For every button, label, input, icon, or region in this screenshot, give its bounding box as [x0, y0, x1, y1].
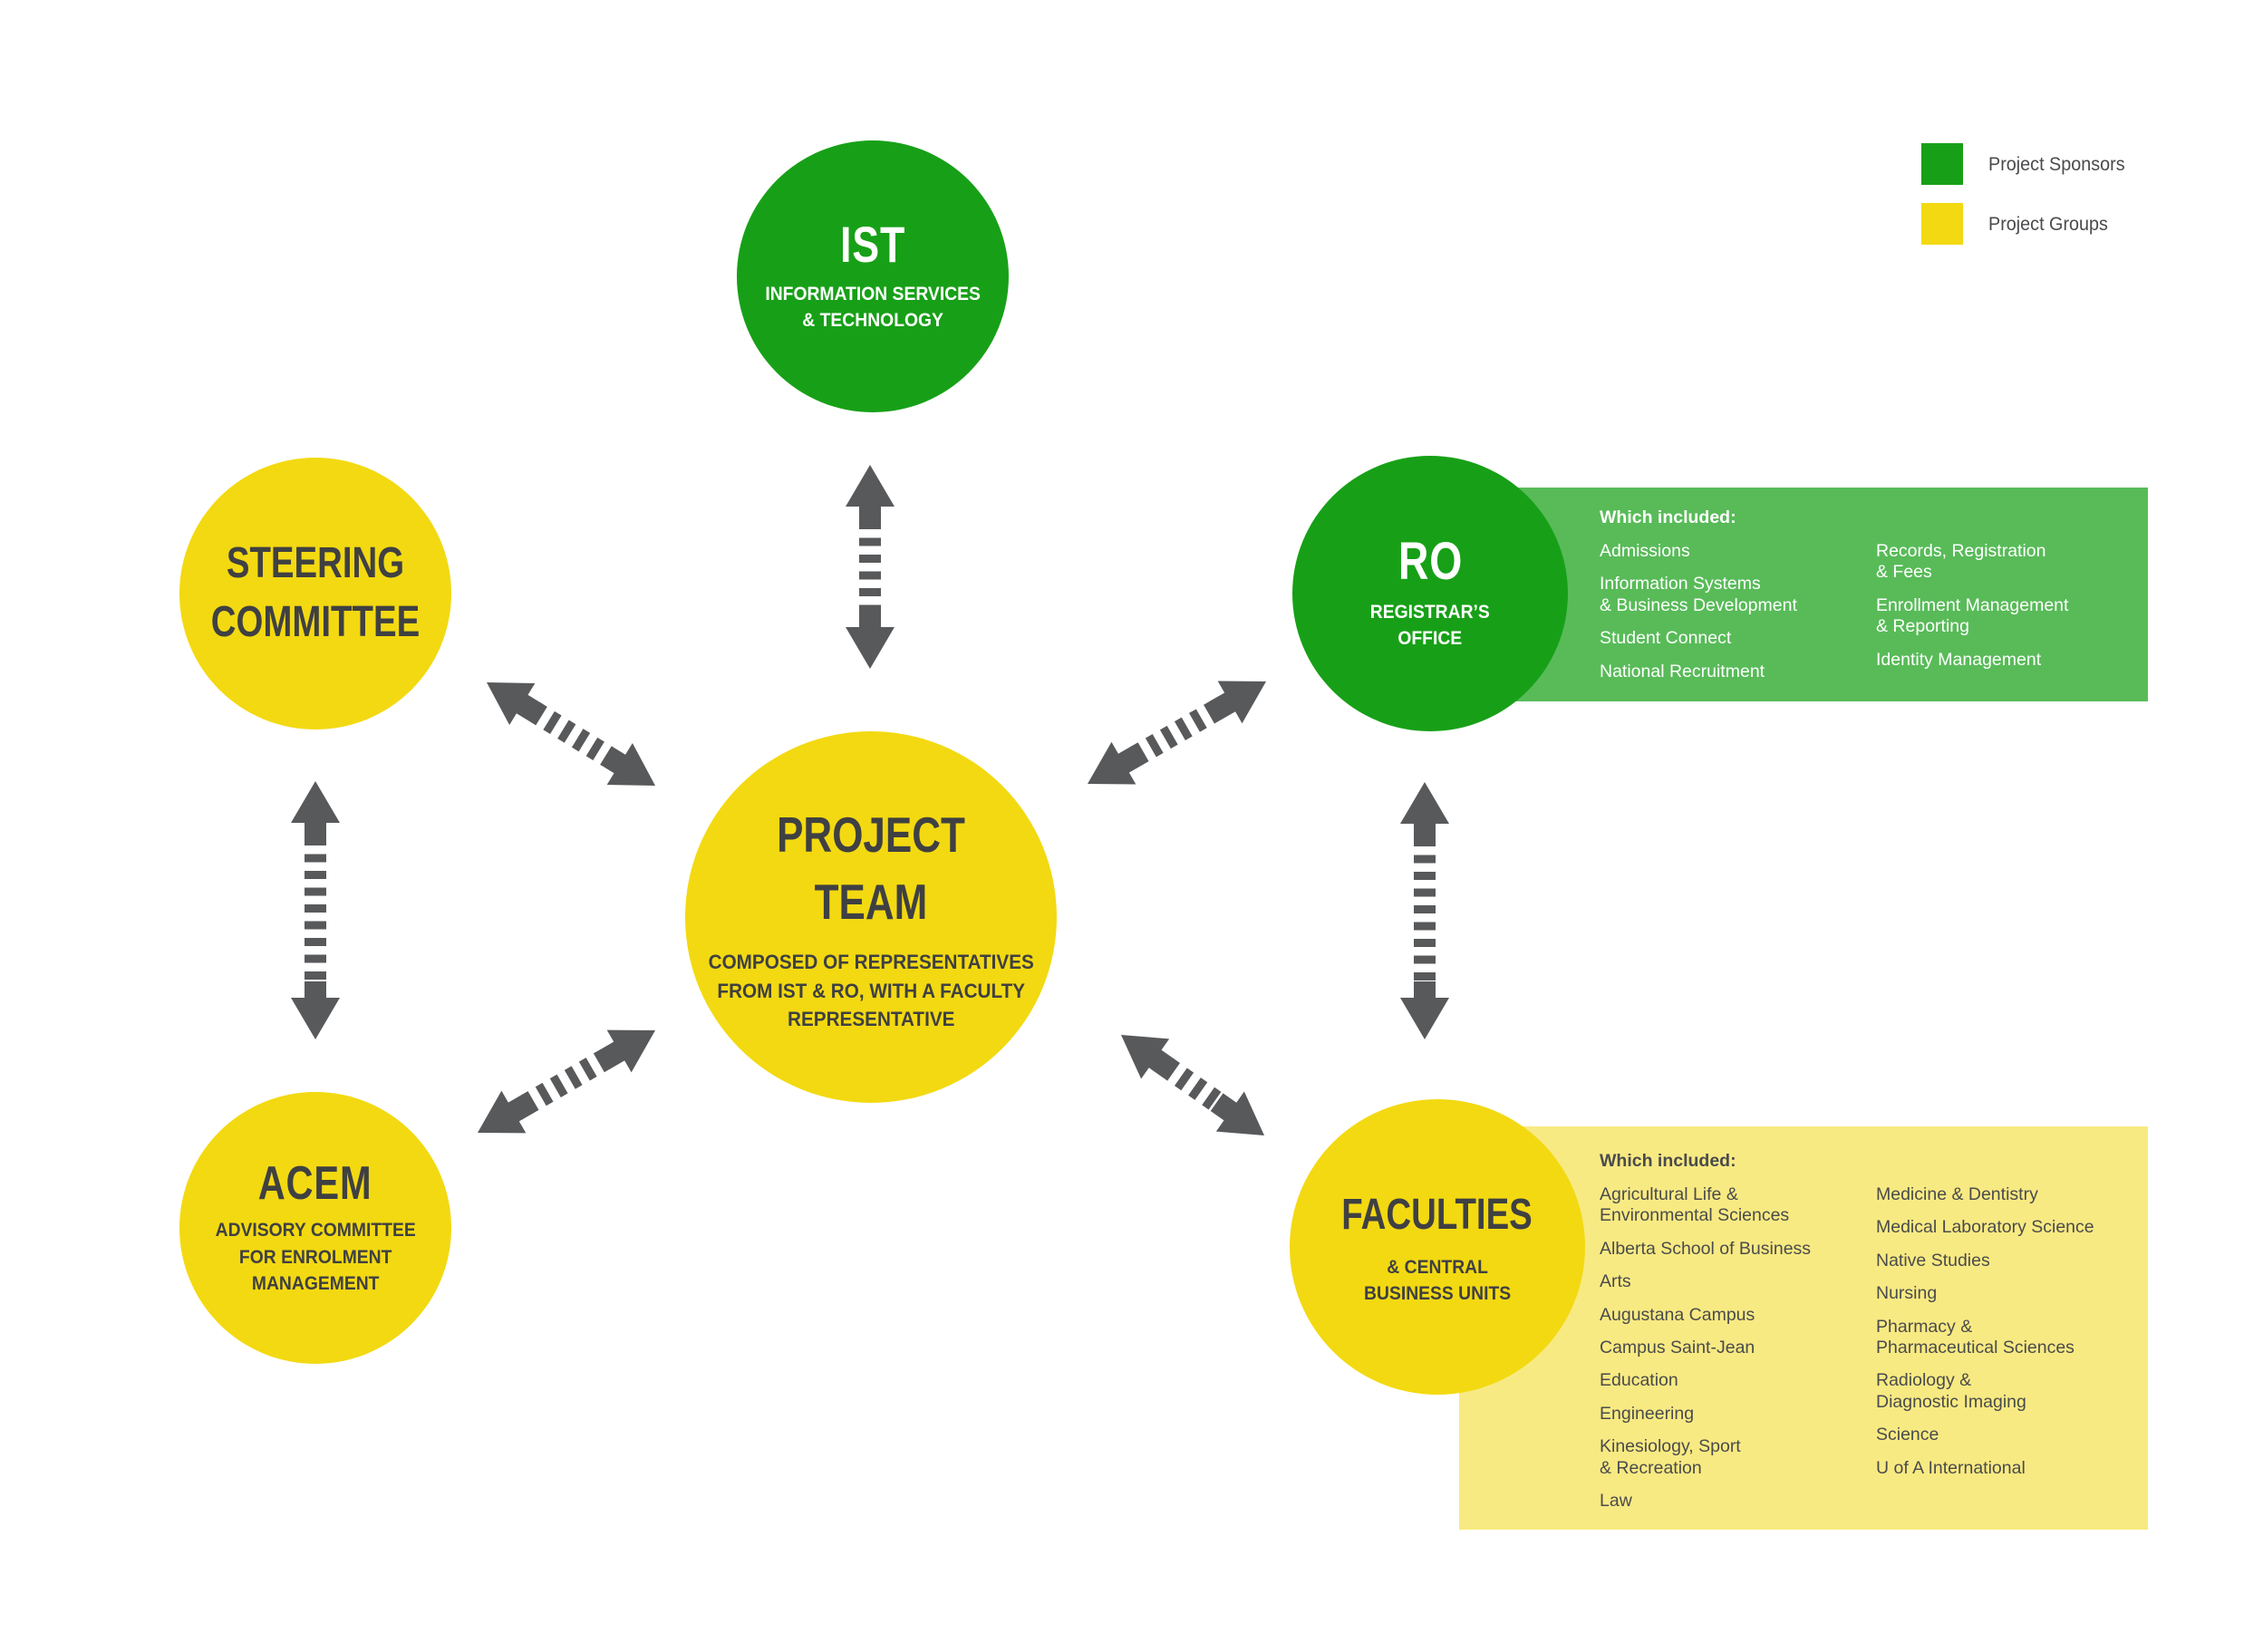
list-item: Law: [1600, 1490, 1632, 1511]
node-ist-abbr: IST: [839, 216, 906, 274]
list-item: Records, Registration & Fees: [1876, 541, 2046, 583]
list-item: Campus Saint-Jean: [1600, 1337, 1755, 1357]
list-item: Science: [1876, 1425, 1939, 1445]
node-project-team-label: COMPOSED OF REPRESENTATIVES FROM IST & R…: [708, 951, 1034, 1030]
list-item: Admissions: [1600, 541, 1690, 561]
list-item: Pharmacy & Pharmaceutical Sciences: [1876, 1316, 2074, 1357]
faculties-panel-column-1: Agricultural Life & Environmental Scienc…: [1600, 1184, 1862, 1523]
list-item: Agricultural Life & Environmental Scienc…: [1600, 1184, 1790, 1226]
list-item: National Recruitment: [1600, 661, 1765, 681]
node-ist-label: INFORMATION SERVICES & TECHNOLOGY: [765, 284, 981, 332]
node-registrars-office: RO REGISTRAR’S OFFICE: [1292, 456, 1568, 731]
legend-row-project-groups: Project Groups: [1921, 203, 2137, 245]
list-item: Enrollment Management & Reporting: [1876, 594, 2069, 637]
node-steering-committee: STEERING COMMITTEE: [179, 458, 451, 729]
node-acem: ACEM ADVISORY COMMITTEE FOR ENROLMENT MA…: [179, 1092, 451, 1364]
list-item: Information Systems & Business Developme…: [1600, 574, 1797, 615]
list-item: Radiology & Diagnostic Imaging: [1876, 1370, 2026, 1412]
node-ist: IST INFORMATION SERVICES & TECHNOLOGY: [737, 140, 1009, 412]
node-project-team: PROJECT TEAM COMPOSED OF REPRESENTATIVES…: [685, 731, 1057, 1103]
node-steering-title: STEERING COMMITTEE: [210, 539, 421, 646]
list-item: Identity Management: [1876, 649, 2042, 670]
list-item: Arts: [1600, 1271, 1631, 1292]
node-faculties: FACULTIES & CENTRAL BUSINESS UNITS: [1290, 1099, 1585, 1395]
node-faculties-title: FACULTIES: [1341, 1191, 1533, 1240]
legend-swatch-project-groups: [1921, 203, 1963, 245]
legend-swatch-project-sponsors: [1921, 143, 1963, 185]
legend-row-project-sponsors: Project Sponsors: [1921, 143, 2137, 185]
node-ro-abbr: RO: [1397, 532, 1463, 592]
list-item: U of A International: [1876, 1457, 2026, 1478]
node-project-team-title: PROJECT TEAM: [777, 806, 965, 930]
node-acem-label: ADVISORY COMMITTEE FOR ENROLMENT MANAGEM…: [215, 1220, 416, 1294]
list-item: Education: [1600, 1370, 1678, 1391]
legend: Project Sponsors Project Groups: [1921, 143, 2137, 263]
legend-label-project-groups: Project Groups: [1988, 212, 2108, 235]
list-item: Kinesiology, Sport & Recreation: [1600, 1436, 1741, 1478]
list-item: Medical Laboratory Science: [1876, 1217, 2094, 1238]
ro-panel-header: Which included:: [1600, 507, 1736, 527]
legend-label-project-sponsors: Project Sponsors: [1988, 152, 2125, 175]
list-item: Student Connect: [1600, 628, 1732, 649]
list-item: Medicine & Dentistry: [1876, 1184, 2038, 1204]
list-item: Alberta School of Business: [1600, 1238, 1812, 1259]
list-item: Native Studies: [1876, 1250, 1990, 1270]
list-item: Engineering: [1600, 1403, 1695, 1424]
faculties-panel-header: Which included:: [1600, 1151, 1736, 1171]
node-acem-abbr: ACEM: [258, 1156, 372, 1210]
list-item: Nursing: [1876, 1283, 1938, 1304]
node-ro-label: REGISTRAR’S OFFICE: [1369, 602, 1491, 650]
list-item: Augustana Campus: [1600, 1304, 1755, 1325]
node-faculties-label: & CENTRAL BUSINESS UNITS: [1363, 1257, 1512, 1305]
